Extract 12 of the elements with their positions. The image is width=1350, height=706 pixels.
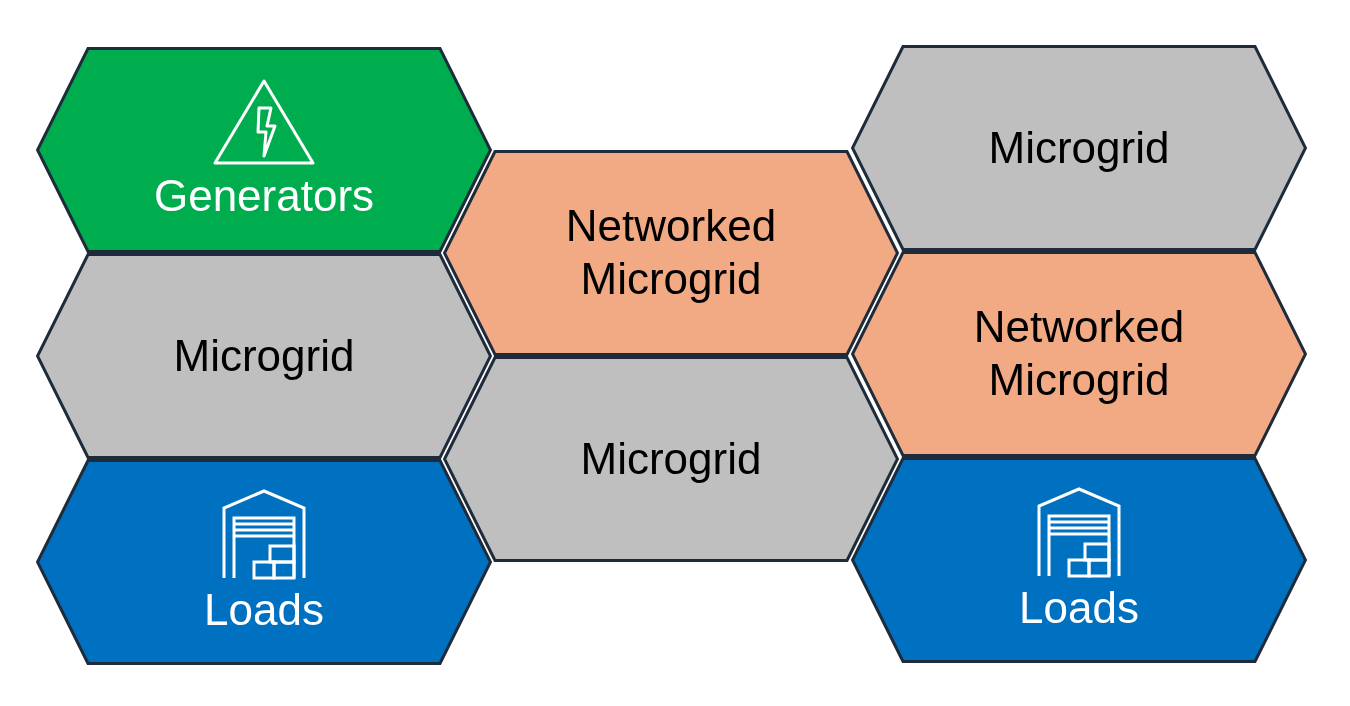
hexagon-label: Generators [153,169,375,222]
hexagon [851,457,1307,663]
hexagon-label: Loads [1019,581,1139,634]
hexagon-label: Microgrid [173,329,355,382]
hexagon-label: Loads [204,583,324,636]
hexagon [36,47,492,253]
hexagon [36,253,492,459]
hexagon [851,251,1307,457]
hexagon [36,459,492,665]
hexagon [851,45,1307,251]
hexagon-label: Networked Microgrid [972,301,1186,406]
hexagon-label: Microgrid [988,121,1170,174]
